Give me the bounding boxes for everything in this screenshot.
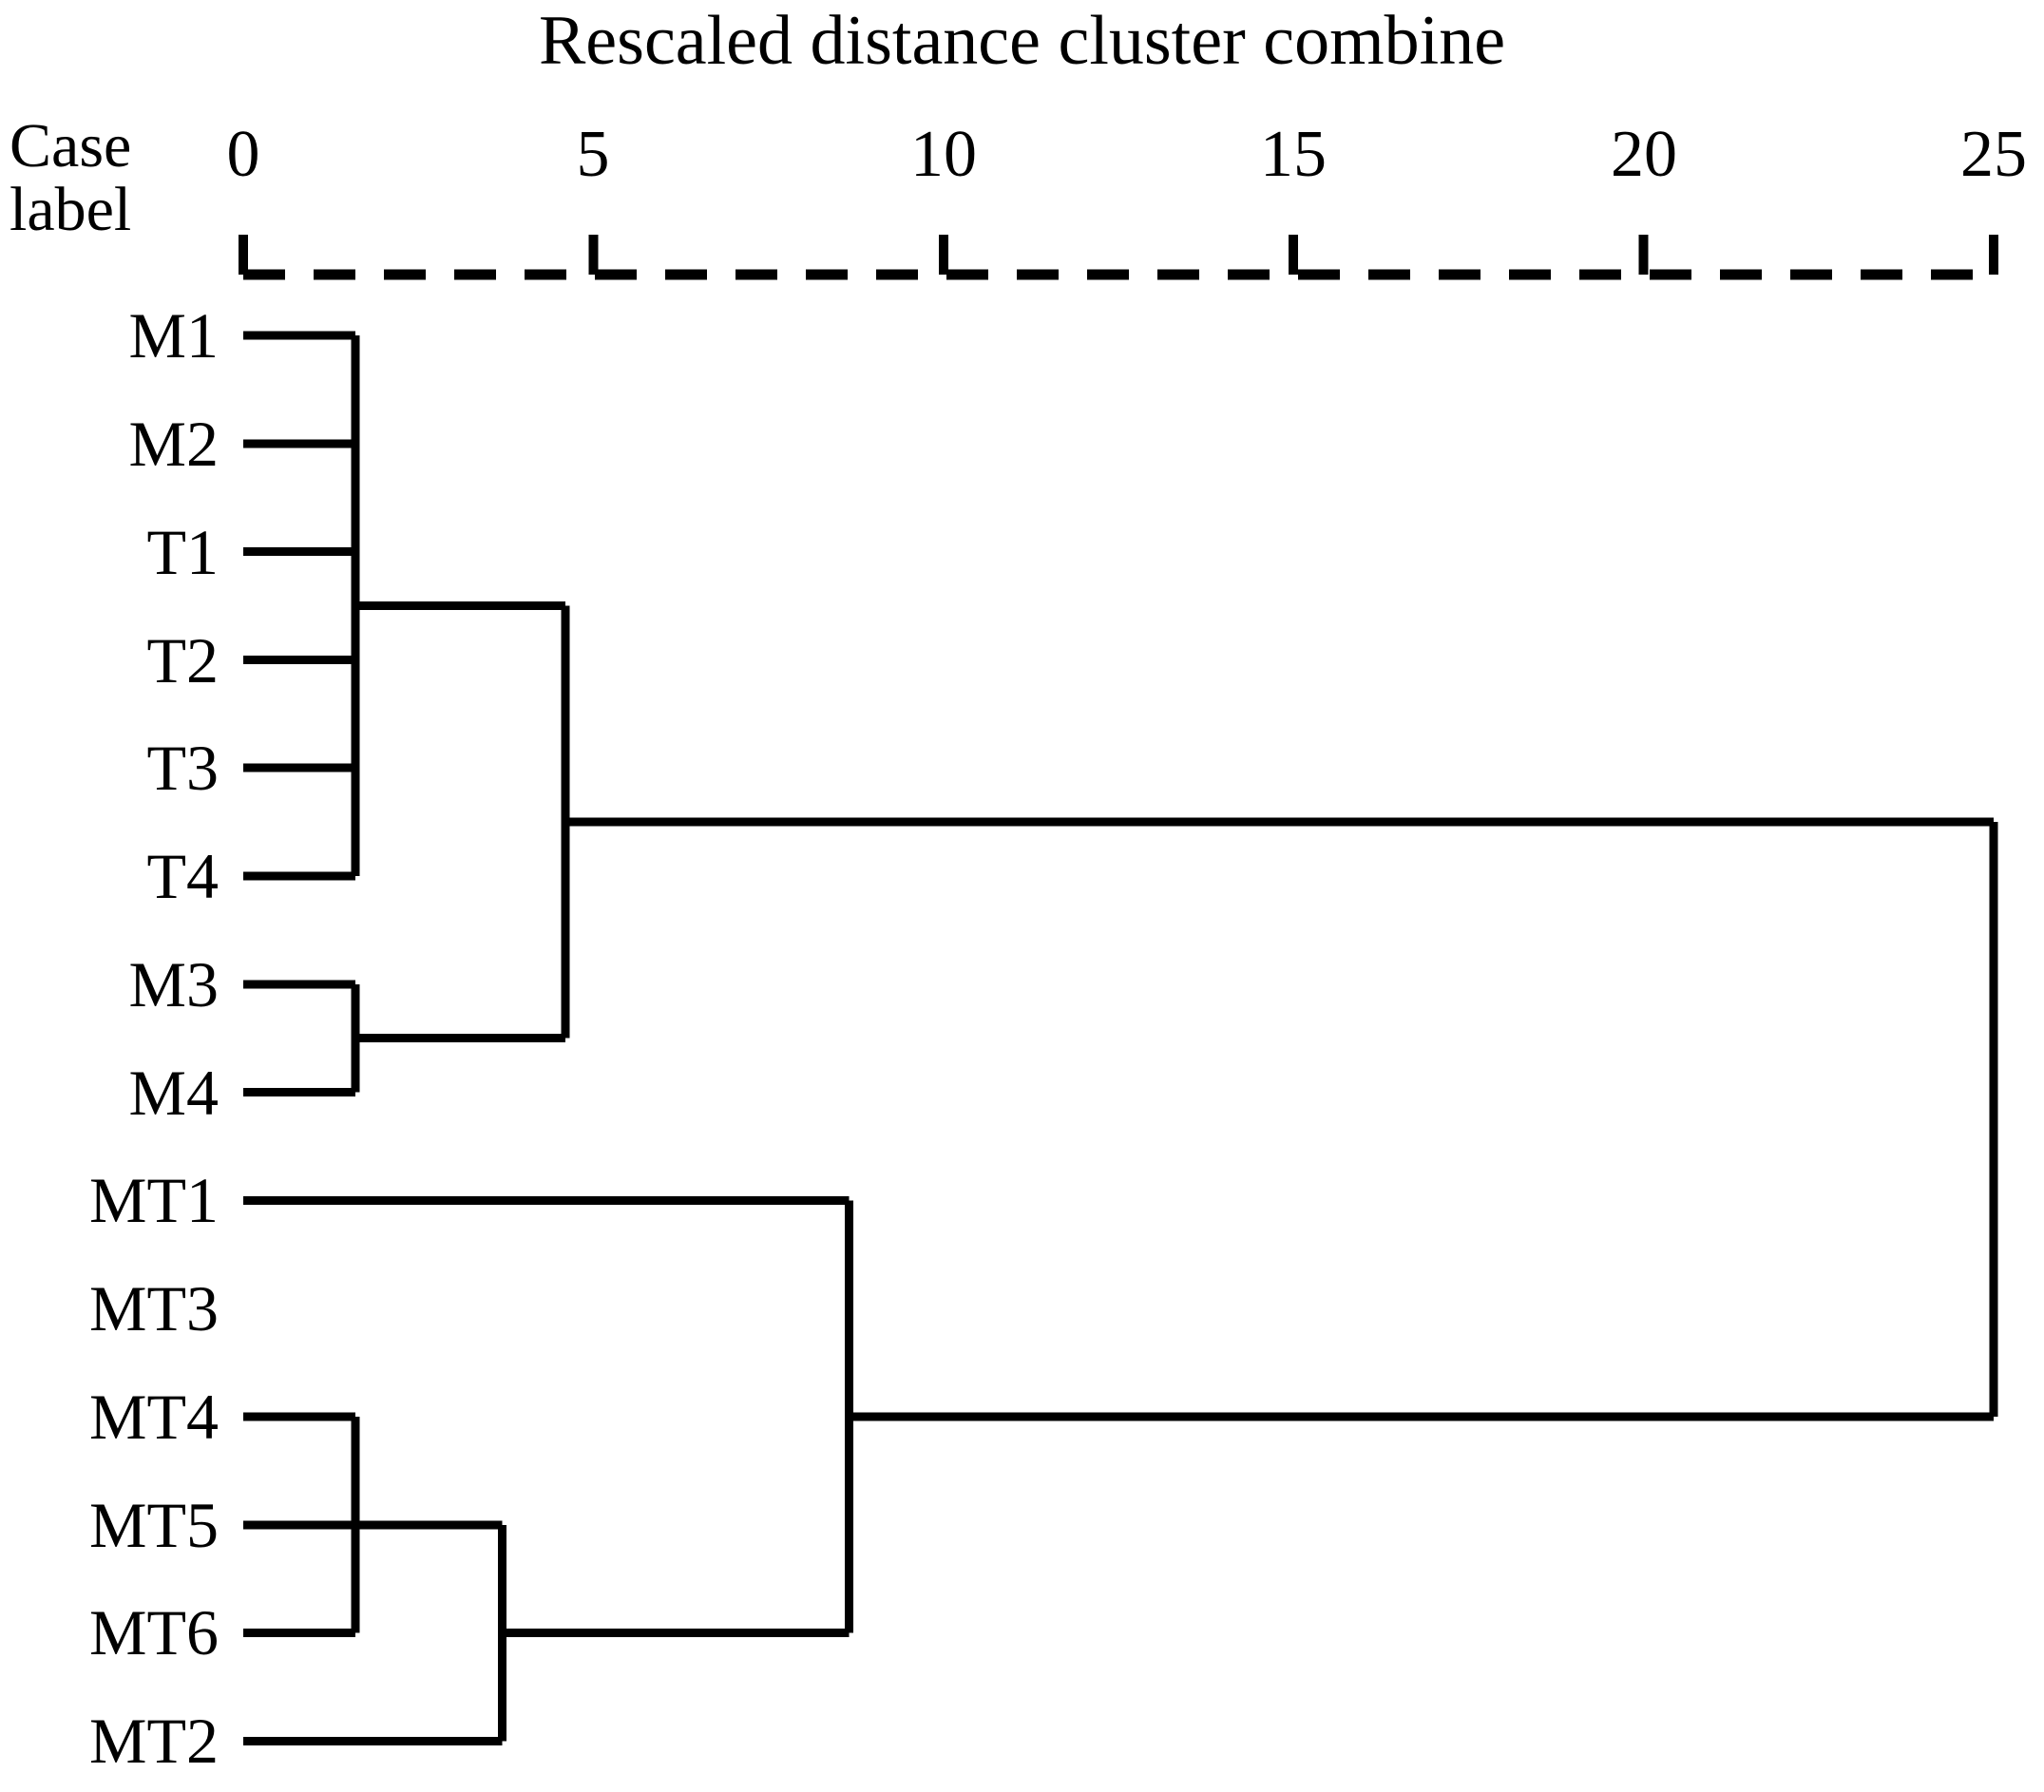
xtick-label-20: 20 (1611, 118, 1677, 191)
leaf-label-t4: T4 (146, 840, 219, 912)
leaf-label-t2: T2 (146, 624, 219, 696)
xtick-label-0: 0 (226, 118, 260, 191)
leaf-label-mt6: MT6 (89, 1596, 219, 1668)
x-axis (239, 235, 1998, 280)
case-label-line-1: Case (10, 111, 132, 181)
leaf-label-m1: M1 (128, 299, 219, 372)
dendrogram-tree (243, 331, 1998, 1745)
xtick-label-10: 10 (910, 118, 977, 191)
leaf-label-t3: T3 (146, 732, 219, 804)
leaf-label-m3: M3 (128, 948, 219, 1020)
xtick-label-5: 5 (576, 118, 610, 191)
leaf-label-mt2: MT2 (89, 1705, 219, 1777)
case-label-line-2: label (10, 175, 132, 245)
leaf-label-t1: T1 (146, 516, 219, 588)
xtick-label-25: 25 (1960, 118, 2027, 191)
case-label-axis-title: Case label (10, 114, 200, 242)
page-title: Rescaled distance cluster combine (538, 2, 1506, 80)
leaf-label-mt5: MT5 (89, 1489, 219, 1561)
leaf-label-m4: M4 (128, 1057, 219, 1129)
leaf-label-m2: M2 (128, 408, 219, 480)
leaf-label-mt4: MT4 (89, 1381, 219, 1453)
leaf-label-mt1: MT1 (89, 1164, 219, 1236)
xtick-label-15: 15 (1260, 118, 1327, 191)
leaf-label-mt3: MT3 (89, 1272, 219, 1344)
